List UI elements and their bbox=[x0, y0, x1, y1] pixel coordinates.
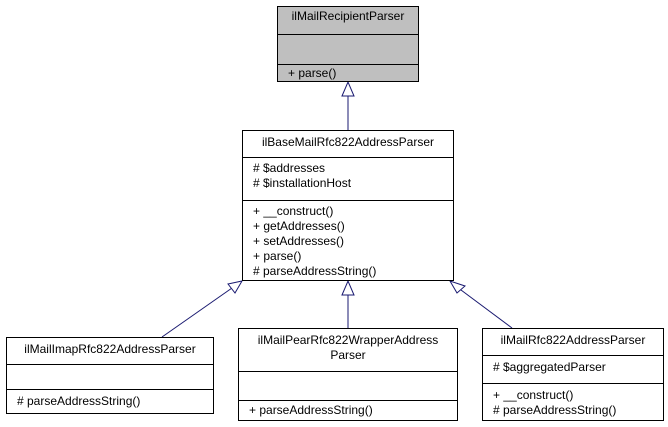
method-row: + parse() bbox=[253, 249, 302, 263]
class-name-section: ilMailPearRfc822WrapperAddress Parser bbox=[239, 329, 457, 371]
attribute-row: # $installationHost bbox=[253, 176, 352, 190]
class-name: ilMailRecipientParser bbox=[291, 9, 405, 23]
attributes-section bbox=[7, 364, 213, 389]
attributes-section bbox=[278, 34, 418, 64]
method-row: + getAddresses() bbox=[253, 219, 345, 233]
attributes-section: # $addresses # $installationHost bbox=[243, 157, 453, 200]
class-box-imap-parser: ilMailImapRfc822AddressParser # parseAdd… bbox=[6, 337, 214, 414]
class-name: ilBaseMailRfc822AddressParser bbox=[261, 135, 435, 149]
class-box-pear-parser: ilMailPearRfc822WrapperAddress Parser + … bbox=[238, 328, 458, 421]
edge-rfc822-to-base bbox=[460, 289, 513, 329]
arrowhead-rfc822 bbox=[448, 280, 466, 294]
method-row: # parseAddressString() bbox=[493, 403, 617, 417]
attributes-section: # $aggregatedParser bbox=[483, 355, 663, 383]
method-row: + setAddresses() bbox=[253, 234, 345, 248]
method-row: + parse() bbox=[288, 66, 337, 80]
attributes-section bbox=[239, 371, 457, 400]
method-row: + __construct() bbox=[253, 204, 334, 218]
arrowhead-pear bbox=[341, 279, 355, 296]
methods-section: + __construct() + getAddresses() + setAd… bbox=[243, 200, 453, 282]
class-name-section: ilMailRecipientParser bbox=[278, 7, 418, 34]
class-name: ilMailImapRfc822AddressParser bbox=[24, 342, 196, 356]
class-box-recipient-parser: ilMailRecipientParser + parse() bbox=[277, 6, 419, 82]
edge-imap-to-base bbox=[161, 287, 233, 338]
class-box-base-parser: ilBaseMailRfc822AddressParser # $address… bbox=[242, 130, 454, 281]
method-row: # parseAddressString() bbox=[253, 264, 377, 278]
arrowhead-imap bbox=[227, 280, 244, 294]
attribute-row: # $addresses bbox=[253, 161, 326, 175]
class-name-line-2: Parser bbox=[330, 348, 366, 362]
class-box-rfc822-parser: ilMailRfc822AddressParser # $aggregatedP… bbox=[482, 328, 664, 421]
class-name-section: ilBaseMailRfc822AddressParser bbox=[243, 131, 453, 157]
arrowhead-recipient bbox=[341, 80, 355, 97]
methods-section: + parse() bbox=[278, 64, 418, 83]
method-row: # parseAddressString() bbox=[17, 394, 141, 408]
class-name: ilMailRfc822AddressParser bbox=[500, 333, 646, 347]
class-name-section: ilMailImapRfc822AddressParser bbox=[7, 338, 213, 364]
methods-section: + __construct() # parseAddressString() bbox=[483, 383, 663, 422]
attribute-row: # $aggregatedParser bbox=[493, 360, 606, 374]
class-name-section: ilMailRfc822AddressParser bbox=[483, 329, 663, 355]
methods-section: # parseAddressString() bbox=[7, 389, 213, 415]
method-row: + __construct() bbox=[493, 388, 574, 402]
class-name-line-1: ilMailPearRfc822WrapperAddress bbox=[257, 333, 439, 347]
method-row: + parseAddressString() bbox=[249, 403, 373, 417]
methods-section: + parseAddressString() bbox=[239, 400, 457, 422]
